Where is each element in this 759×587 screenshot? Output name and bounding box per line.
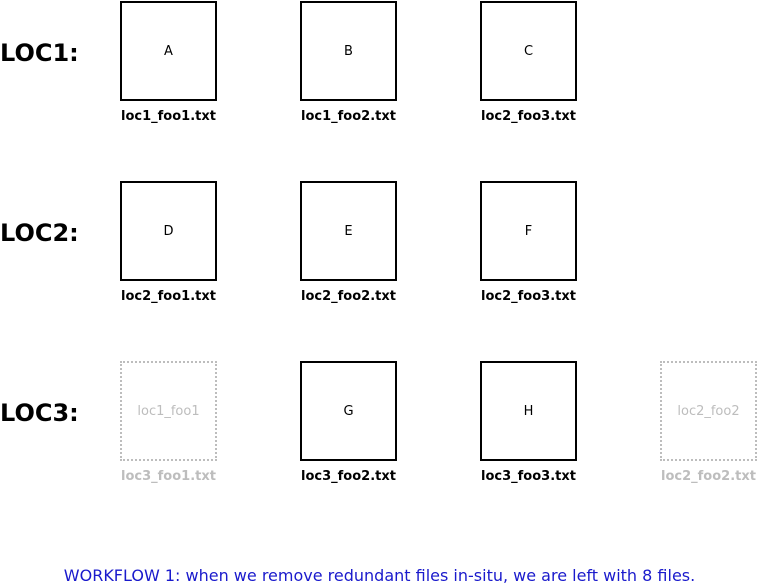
file-box-h: H xyxy=(480,361,577,461)
file-name-loc2-foo2: loc2_foo2.txt xyxy=(301,289,396,304)
file-name-loc2-foo1: loc2_foo1.txt xyxy=(121,289,216,304)
file-name-loc1-foo2: loc1_foo2.txt xyxy=(301,109,396,124)
file-box-c: C xyxy=(480,1,577,101)
file-name-loc3-foo2: loc3_foo2.txt xyxy=(301,469,396,484)
workflow-caption: WORKFLOW 1: when we remove redundant fil… xyxy=(63,566,696,585)
file-name-loc2-foo3: loc2_foo3.txt xyxy=(481,289,576,304)
row-label-loc3: LOC3: xyxy=(0,399,79,427)
file-name-loc3-foo1: loc3_foo1.txt xyxy=(121,469,216,484)
file-box-f: F xyxy=(480,181,577,281)
row-label-loc1: LOC1: xyxy=(0,39,79,67)
file-box-g: G xyxy=(300,361,397,461)
file-name-loc1-foo1: loc1_foo1.txt xyxy=(121,109,216,124)
ghost-box-loc2-foo2: loc2_foo2 xyxy=(660,361,757,461)
file-box-e: E xyxy=(300,181,397,281)
file-name-loc2-foo3-row1: loc2_foo3.txt xyxy=(481,109,576,124)
file-name-loc2-foo2-ghost: loc2_foo2.txt xyxy=(661,469,756,484)
file-box-a: A xyxy=(120,1,217,101)
file-name-loc3-foo3: loc3_foo3.txt xyxy=(481,469,576,484)
ghost-box-loc1-foo1: loc1_foo1 xyxy=(120,361,217,461)
row-label-loc2: LOC2: xyxy=(0,219,79,247)
file-box-b: B xyxy=(300,1,397,101)
file-box-d: D xyxy=(120,181,217,281)
